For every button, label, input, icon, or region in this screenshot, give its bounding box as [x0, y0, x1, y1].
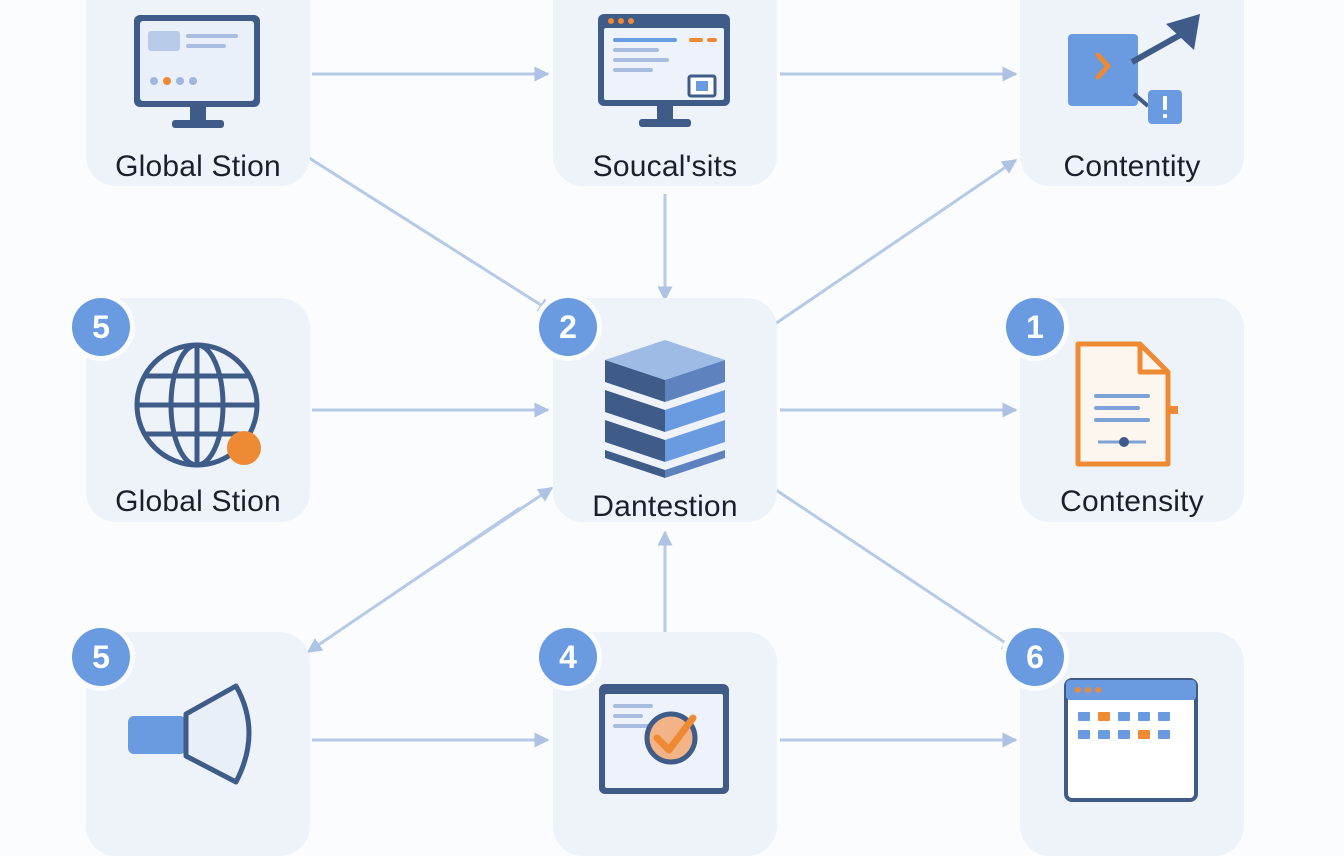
badge-center: 2: [539, 298, 597, 356]
arrow-top-left-to-center: [305, 154, 554, 314]
node-mid-right[interactable]: 1: [1006, 298, 1244, 522]
content-export-icon: [1068, 14, 1200, 124]
node-mid-left[interactable]: 5: [72, 298, 310, 522]
badge-mid-right: 1: [1006, 298, 1064, 356]
node-label-top-left: Global Stion: [115, 150, 281, 183]
arrow-center-to-bottom-right: [775, 488, 1018, 652]
node-label-center: Dantestion: [592, 490, 738, 523]
web-window-monitor-icon: [598, 14, 730, 127]
node-label-top-right: Contentity: [1063, 150, 1201, 183]
node-label-mid-left: Global Stion: [115, 485, 281, 518]
node-label-mid-right: Contensity: [1060, 485, 1204, 518]
badge-mid-left: 5: [72, 298, 130, 356]
globe-icon: [134, 342, 261, 468]
desktop-monitor-icon: [134, 15, 260, 128]
node-bottom-right[interactable]: 6: [1006, 628, 1244, 856]
document-icon: [1075, 341, 1178, 467]
node-bottom-center[interactable]: 4: [539, 628, 777, 856]
badge-bottom-left: 5: [72, 628, 130, 686]
node-bottom-left[interactable]: 5: [72, 628, 310, 856]
node-top-left[interactable]: [86, 0, 310, 186]
node-top-right[interactable]: [1020, 0, 1244, 186]
badge-bottom-right: 6: [1006, 628, 1064, 686]
node-top-center[interactable]: [553, 0, 777, 186]
database-server-icon: [605, 340, 725, 478]
arrow-center-to-top-right: [771, 158, 1018, 328]
node-center[interactable]: 2: [539, 298, 777, 522]
badge-bottom-center: 4: [539, 628, 597, 686]
node-label-top-center: Soucal'sits: [592, 150, 738, 183]
arrow-bottom-left-to-center: [419, 486, 554, 578]
connection-arrows: [305, 66, 1018, 748]
